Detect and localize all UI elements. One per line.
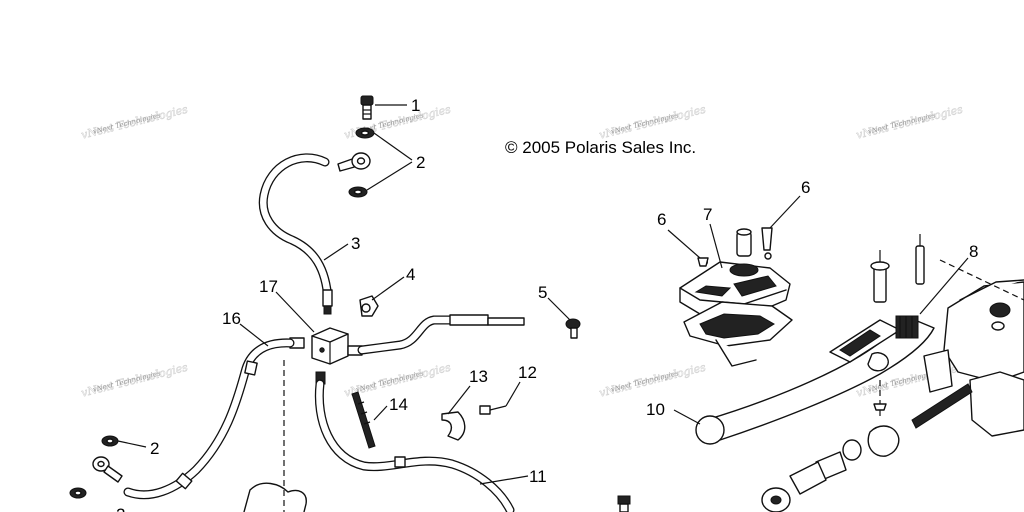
- banjo-bolt-top: [360, 95, 374, 120]
- callout-3: 3: [351, 234, 360, 253]
- callout-2: 2: [116, 505, 125, 512]
- copyright-text: © 2005 Polaris Sales Inc.: [505, 138, 696, 157]
- callout-2: 2: [416, 153, 425, 172]
- cap-gasket: [683, 301, 793, 367]
- callout-10: 10: [646, 400, 665, 419]
- bleeder-fitting: [565, 318, 581, 339]
- callout-13: 13: [469, 367, 488, 386]
- callout-labels: 1 2 3 4 5 6 6 7 8 10 11 12 13 14 16 17 2…: [116, 96, 978, 512]
- cap-screws: [697, 227, 773, 267]
- callout-14: 14: [389, 395, 408, 414]
- brake-line-lower: [314, 371, 515, 512]
- retaining-clip: [873, 403, 887, 411]
- leader-lines: [117, 104, 969, 485]
- line-clip: [359, 295, 379, 317]
- callout-11: 11: [529, 467, 547, 486]
- reservoir-cap: [679, 252, 791, 319]
- assembly-dashline: [939, 259, 1024, 301]
- master-cylinder-body: [923, 279, 1024, 437]
- callout-6: 6: [801, 178, 810, 197]
- reservoir-diaphragm: [736, 228, 752, 257]
- callout-8: 8: [969, 242, 978, 261]
- callout-6: 6: [657, 210, 666, 229]
- callout-2: 2: [150, 439, 159, 458]
- callout-7: 7: [703, 205, 712, 224]
- callout-12: 12: [518, 363, 537, 382]
- callout-1: 1: [411, 96, 420, 115]
- brake-line-left: [123, 337, 305, 500]
- callout-5: 5: [538, 283, 547, 302]
- bracket-partial: [243, 360, 307, 512]
- banjo-washers-bottom: [69, 435, 123, 499]
- banjo-bolt-bottom: [617, 495, 631, 512]
- brake-line-upper: [258, 153, 333, 315]
- callout-17: 17: [259, 277, 278, 296]
- banjo-washers-top: [337, 127, 375, 198]
- callout-16: 16: [222, 309, 241, 328]
- pivot-pins: [870, 234, 925, 303]
- clamp: [441, 405, 507, 441]
- rigid-line-right: [347, 314, 525, 356]
- mounting-bolt: [351, 391, 376, 449]
- junction-block: [311, 327, 349, 365]
- brake-lever: [695, 315, 935, 445]
- callout-4: 4: [406, 265, 415, 284]
- piston-spring-boot: [761, 383, 973, 512]
